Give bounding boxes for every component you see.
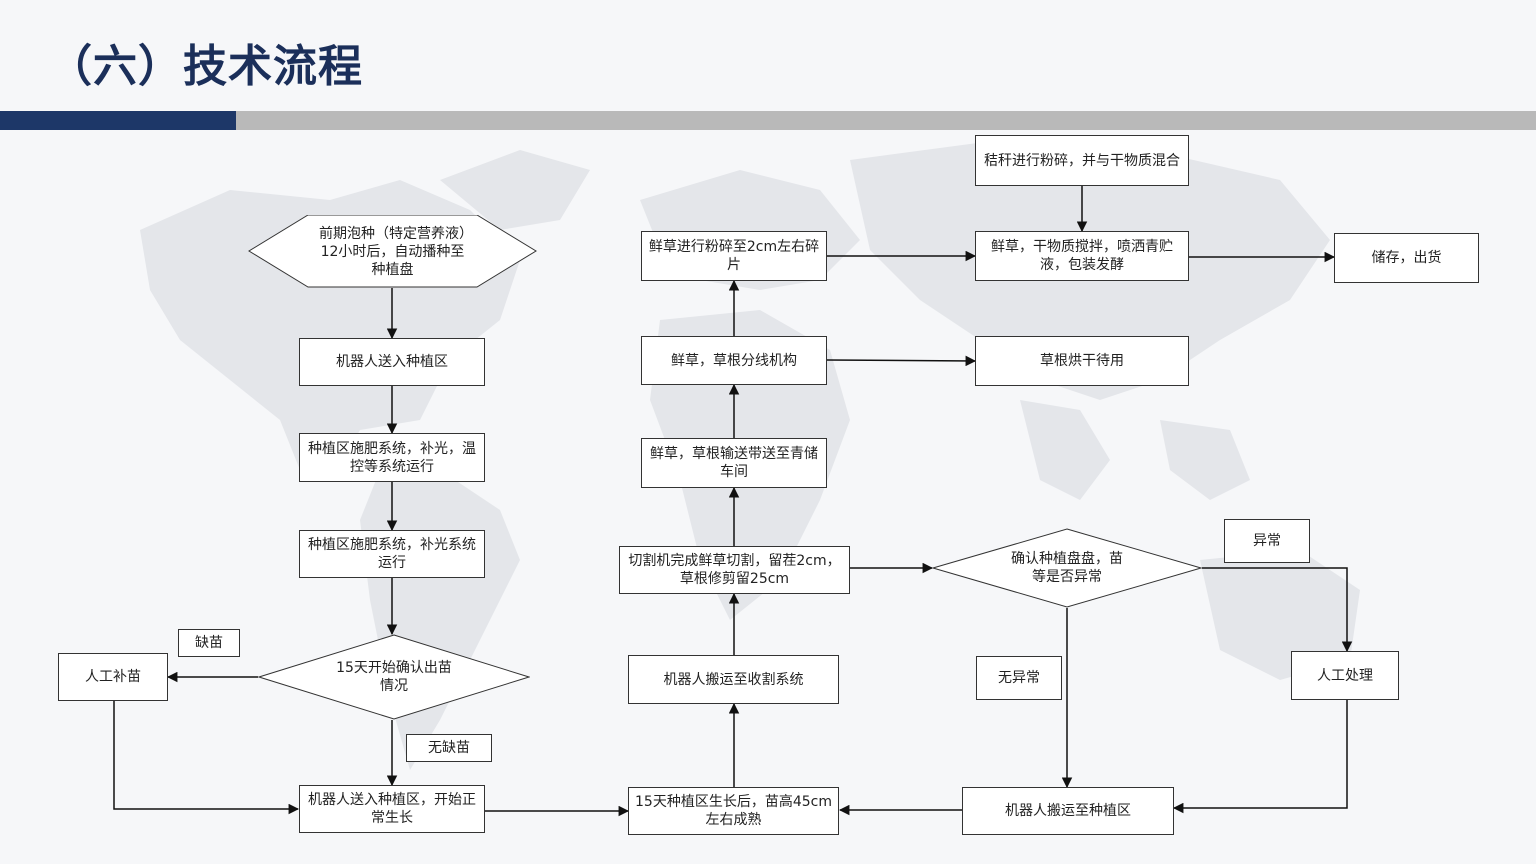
page-title: （六）技术流程: [48, 41, 363, 92]
robot-to-planting-box: 机器人送入种植区: [299, 338, 485, 386]
crush-2cm-box: 鲜草进行粉碎至2cm左右碎片: [641, 231, 827, 281]
robot-to-harvest-text: 机器人搬运至收割系统: [663, 671, 804, 688]
robot-normal-growth-box: 机器人送入种植区，开始正常生长: [299, 785, 485, 833]
presoak-hexagon: 前期泡种（特定营养液）12小时后，自动播种至种植盘: [248, 215, 537, 288]
separator-box: 鲜草，草根分线机构: [641, 336, 827, 385]
fertilize-light-box: 种植区施肥系统，补光系统运行: [299, 530, 485, 578]
lack-label-text: 缺苗: [195, 635, 223, 651]
crush-2cm-text: 鲜草进行粉碎至2cm左右碎片: [648, 239, 820, 273]
straw-crush-text: 秸秆进行粉碎，并与干物质混合: [984, 152, 1180, 169]
mix-ferment-text: 鲜草，干物质搅拌，喷洒青贮液，包装发酵: [991, 239, 1173, 273]
edge-manualhandle-robot2: [1172, 700, 1348, 814]
title-underline-accent: [0, 111, 236, 130]
no-lack-label: 无缺苗: [406, 734, 492, 762]
root-dry-text: 草根烘干待用: [1040, 353, 1124, 369]
fertilize-light-text: 种植区施肥系统，补光系统运行: [308, 537, 476, 571]
grow-15days-text: 15天种植区生长后，苗高45cm左右成熟: [635, 794, 832, 828]
normal-label: 无异常: [976, 656, 1062, 700]
check-15days-diamond: 15天开始确认出苗情况: [258, 634, 530, 720]
presoak-text: 前期泡种（特定营养液）12小时后，自动播种至种植盘: [319, 225, 466, 278]
edge-confirm-manualhandle: [1202, 567, 1353, 653]
root-dry-box: 草根烘干待用: [975, 336, 1189, 386]
separator-text: 鲜草，草根分线机构: [671, 352, 797, 369]
abnormal-label-text: 异常: [1253, 533, 1281, 549]
fertilize-light-temp-box: 种植区施肥系统，补光，温控等系统运行: [299, 433, 485, 482]
straw-crush-box: 秸秆进行粉碎，并与干物质混合: [975, 135, 1189, 186]
robot-to-planting-text: 机器人送入种植区: [336, 354, 448, 370]
cutter-box: 切割机完成鲜草切割，留茬2cm，草根修剪留25cm: [619, 546, 850, 594]
confirm-tray-diamond: 确认种植盘盘，苗等是否异常: [932, 528, 1202, 608]
robot-to-planting2-text: 机器人搬运至种植区: [1005, 803, 1131, 819]
check-15days-text: 15天开始确认出苗情况: [336, 660, 452, 694]
conveyor-text: 鲜草，草根输送带送至青储车间: [650, 446, 818, 480]
manual-fill-text: 人工补苗: [85, 669, 141, 685]
store-ship-text: 储存，出货: [1371, 250, 1442, 266]
cutter-text: 切割机完成鲜草切割，留茬2cm，草根修剪留25cm: [628, 553, 841, 587]
edge-separator-rootdry: [826, 355, 977, 367]
fertilize-light-temp-text: 种植区施肥系统，补光，温控等系统运行: [308, 440, 476, 475]
edge-manualfill-normalgrowth: [113, 700, 300, 815]
store-ship-box: 储存，出货: [1334, 233, 1479, 283]
manual-handle-text: 人工处理: [1317, 667, 1373, 684]
robot-to-planting2-box: 机器人搬运至种植区: [962, 787, 1174, 835]
robot-to-harvest-box: 机器人搬运至收割系统: [628, 655, 839, 704]
robot-normal-growth-text: 机器人送入种植区，开始正常生长: [308, 792, 476, 826]
title-underline-bar: [236, 111, 1536, 130]
abnormal-label: 异常: [1224, 519, 1310, 563]
confirm-tray-text: 确认种植盘盘，苗等是否异常: [1011, 551, 1123, 585]
normal-label-text: 无异常: [998, 670, 1040, 686]
manual-fill-box: 人工补苗: [58, 653, 168, 701]
conveyor-box: 鲜草，草根输送带送至青储车间: [641, 438, 827, 488]
manual-handle-box: 人工处理: [1291, 651, 1399, 700]
grow-15days-box: 15天种植区生长后，苗高45cm左右成熟: [628, 787, 839, 835]
lack-label: 缺苗: [178, 629, 240, 657]
mix-ferment-box: 鲜草，干物质搅拌，喷洒青贮液，包装发酵: [975, 231, 1189, 281]
no-lack-label-text: 无缺苗: [428, 740, 470, 756]
